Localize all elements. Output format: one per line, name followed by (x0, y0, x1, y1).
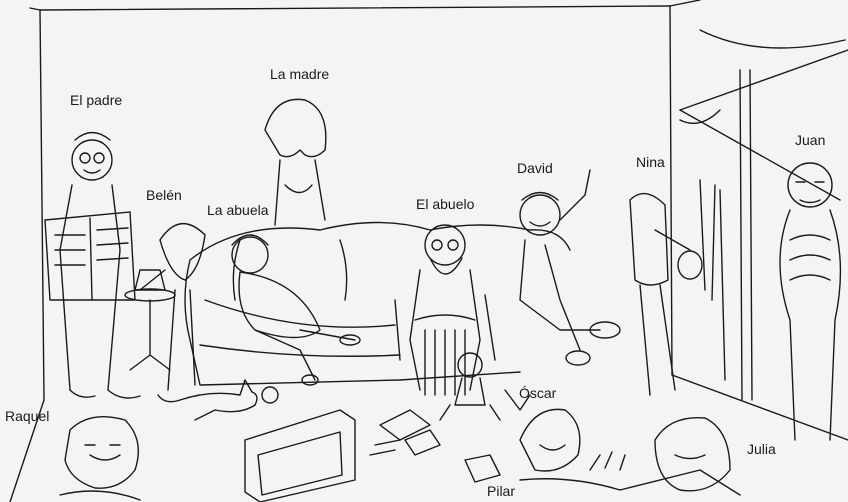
juan-figure (779, 162, 842, 441)
room-lines (9, 0, 848, 502)
mother-figure (264, 98, 327, 226)
label-la-abuela: La abuela (207, 202, 269, 218)
label-oscar: Óscar (519, 385, 557, 401)
oscar-figure (439, 352, 531, 421)
raquel-figure (59, 416, 141, 501)
side-table (124, 269, 176, 371)
label-julia: Julia (747, 441, 776, 457)
david-figure (519, 169, 621, 366)
floor-items (369, 409, 626, 483)
sofa (184, 221, 571, 386)
label-david: David (517, 160, 553, 176)
label-la-madre: La madre (270, 66, 330, 82)
label-pilar: Pilar (487, 483, 516, 499)
julia-figure (619, 416, 741, 496)
label-raquel: Raquel (5, 408, 50, 424)
label-juan: Juan (795, 132, 826, 148)
label-el-abuelo: El abuelo (416, 196, 475, 212)
cat-figure (157, 379, 279, 421)
grandfather-figure (394, 224, 496, 396)
label-nina: Nina (636, 154, 665, 170)
pilar-figure (519, 408, 621, 491)
nina-figure (629, 179, 726, 396)
belen-figure (139, 223, 206, 391)
label-belen: Belén (146, 187, 182, 203)
television (244, 409, 356, 502)
window (679, 29, 848, 401)
father-figure (44, 131, 141, 399)
grandmother-figure (231, 234, 361, 386)
label-el-padre: El padre (70, 92, 123, 108)
